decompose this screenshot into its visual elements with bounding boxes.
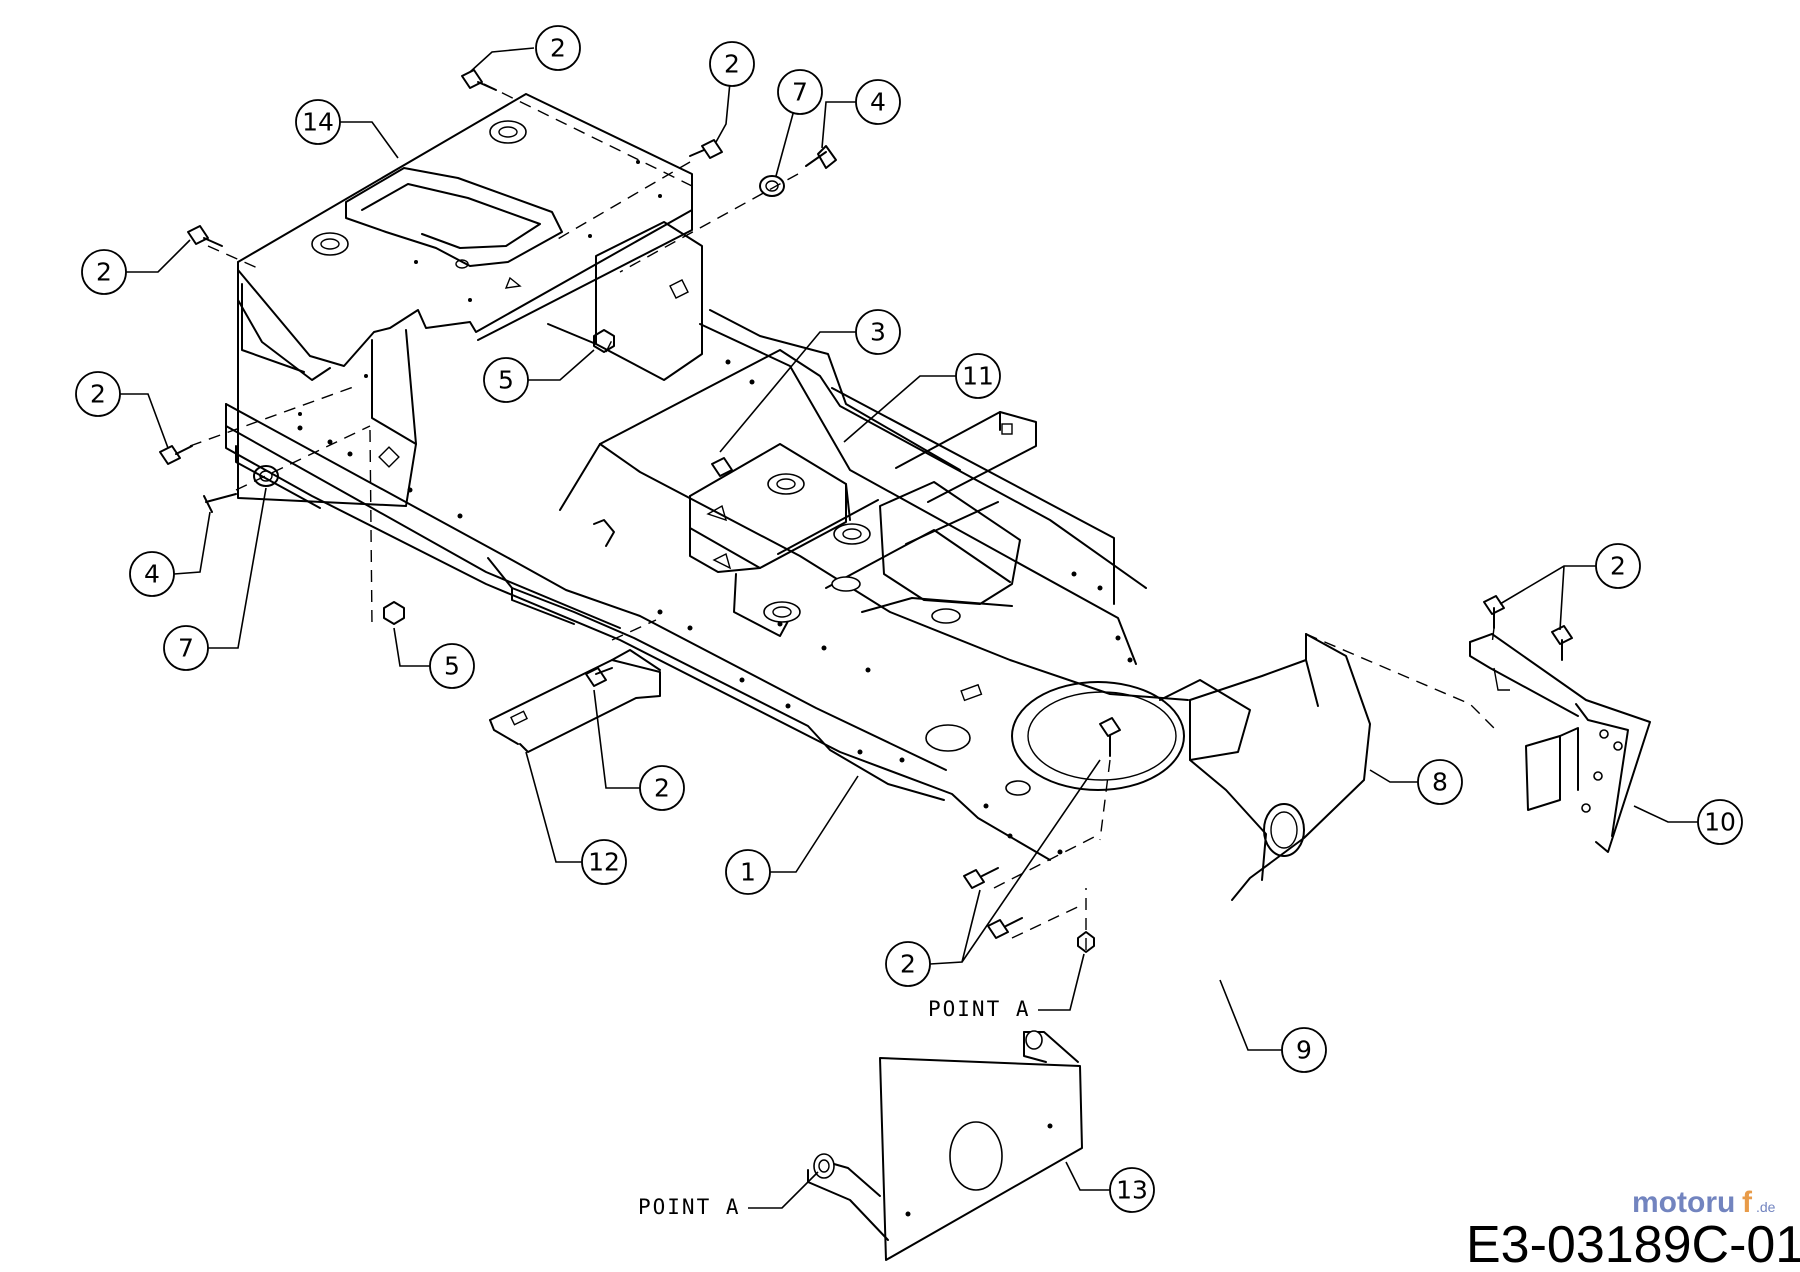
callout-12[interactable]: 12 <box>525 751 627 885</box>
callout-8[interactable]: 8 <box>1369 759 1463 805</box>
callout-10[interactable]: 10 <box>1633 799 1743 845</box>
svg-text:12: 12 <box>588 848 620 877</box>
svg-text:7: 7 <box>178 634 194 663</box>
svg-text:8: 8 <box>1432 768 1448 797</box>
callout-1[interactable]: 1 <box>725 775 859 895</box>
reference-point-upper: POINT A <box>928 953 1085 1021</box>
bolt <box>1099 717 1121 757</box>
svg-text:5: 5 <box>498 366 514 395</box>
svg-text:9: 9 <box>1296 1036 1312 1065</box>
svg-text:10: 10 <box>1704 808 1736 837</box>
callout-3[interactable]: 3 <box>719 309 901 453</box>
side-bracket <box>489 649 661 753</box>
svg-text:2: 2 <box>96 258 112 287</box>
watermark-accent: f <box>1742 1186 1753 1219</box>
callout-11[interactable]: 11 <box>843 353 1001 443</box>
drawing-code: E3-03189C-01 <box>1466 1216 1800 1272</box>
dash-panel <box>237 93 703 507</box>
lower-bracket <box>807 1030 1083 1261</box>
bolt <box>1551 625 1573 661</box>
bolt <box>711 457 733 477</box>
main-frame <box>225 309 1371 901</box>
svg-text:4: 4 <box>144 560 160 589</box>
callout-2[interactable]: 2 <box>75 371 169 449</box>
callout-2[interactable]: 2 <box>709 41 755 143</box>
svg-text:2: 2 <box>1610 552 1626 581</box>
svg-text:2: 2 <box>654 774 670 803</box>
callout-5[interactable]: 5 <box>393 627 475 689</box>
bolt <box>963 867 999 889</box>
bolt <box>187 225 223 247</box>
callout-14[interactable]: 14 <box>295 99 399 159</box>
callout-2[interactable]: 2 <box>469 25 581 73</box>
callout-2[interactable]: 2 <box>1499 543 1641 631</box>
nut <box>593 329 615 353</box>
callout-2[interactable]: 2 <box>81 239 191 295</box>
svg-text:3: 3 <box>870 318 886 347</box>
front-bracket <box>1469 633 1651 853</box>
watermark-text: motoru <box>1632 1186 1735 1219</box>
callout-9[interactable]: 9 <box>1219 979 1327 1073</box>
watermark: motoru f .de <box>1632 1186 1776 1219</box>
shoulder-bolt <box>805 145 837 169</box>
svg-text:2: 2 <box>90 380 106 409</box>
bushing <box>253 465 279 487</box>
bolt <box>987 917 1023 939</box>
bolt <box>689 139 723 159</box>
svg-text:2: 2 <box>900 950 916 979</box>
bolt <box>585 667 613 687</box>
svg-text:2: 2 <box>724 50 740 79</box>
svg-text:5: 5 <box>444 652 460 681</box>
nut <box>1077 931 1095 953</box>
point-a-label: POINT A <box>928 997 1031 1021</box>
callout-2[interactable]: 2 <box>885 759 1101 987</box>
callout-7[interactable]: 7 <box>163 487 267 671</box>
bushing <box>759 175 785 197</box>
svg-text:13: 13 <box>1116 1176 1148 1205</box>
bolt <box>159 445 193 465</box>
svg-text:2: 2 <box>550 34 566 63</box>
callout-13[interactable]: 13 <box>1065 1161 1155 1213</box>
nut <box>383 601 405 625</box>
svg-text:11: 11 <box>962 362 994 391</box>
svg-text:14: 14 <box>302 108 334 137</box>
svg-text:7: 7 <box>792 78 808 107</box>
shoulder-bolt <box>203 493 237 513</box>
svg-text:1: 1 <box>740 858 756 887</box>
callout-5[interactable]: 5 <box>483 349 595 403</box>
hardware <box>159 69 1573 953</box>
callouts: 2 2 7 4 14 2 <box>75 25 1743 1213</box>
callout-4[interactable]: 4 <box>821 79 901 149</box>
callout-4[interactable]: 4 <box>129 511 211 597</box>
svg-text:4: 4 <box>870 88 886 117</box>
center-bracket <box>593 443 871 637</box>
watermark-suffix: .de <box>1756 1199 1776 1215</box>
callout-7[interactable]: 7 <box>775 69 823 177</box>
reference-point-lower: POINT A <box>638 1171 819 1219</box>
bolt <box>1483 595 1505 629</box>
point-a-label: POINT A <box>638 1195 741 1219</box>
callout-2[interactable]: 2 <box>593 689 685 811</box>
